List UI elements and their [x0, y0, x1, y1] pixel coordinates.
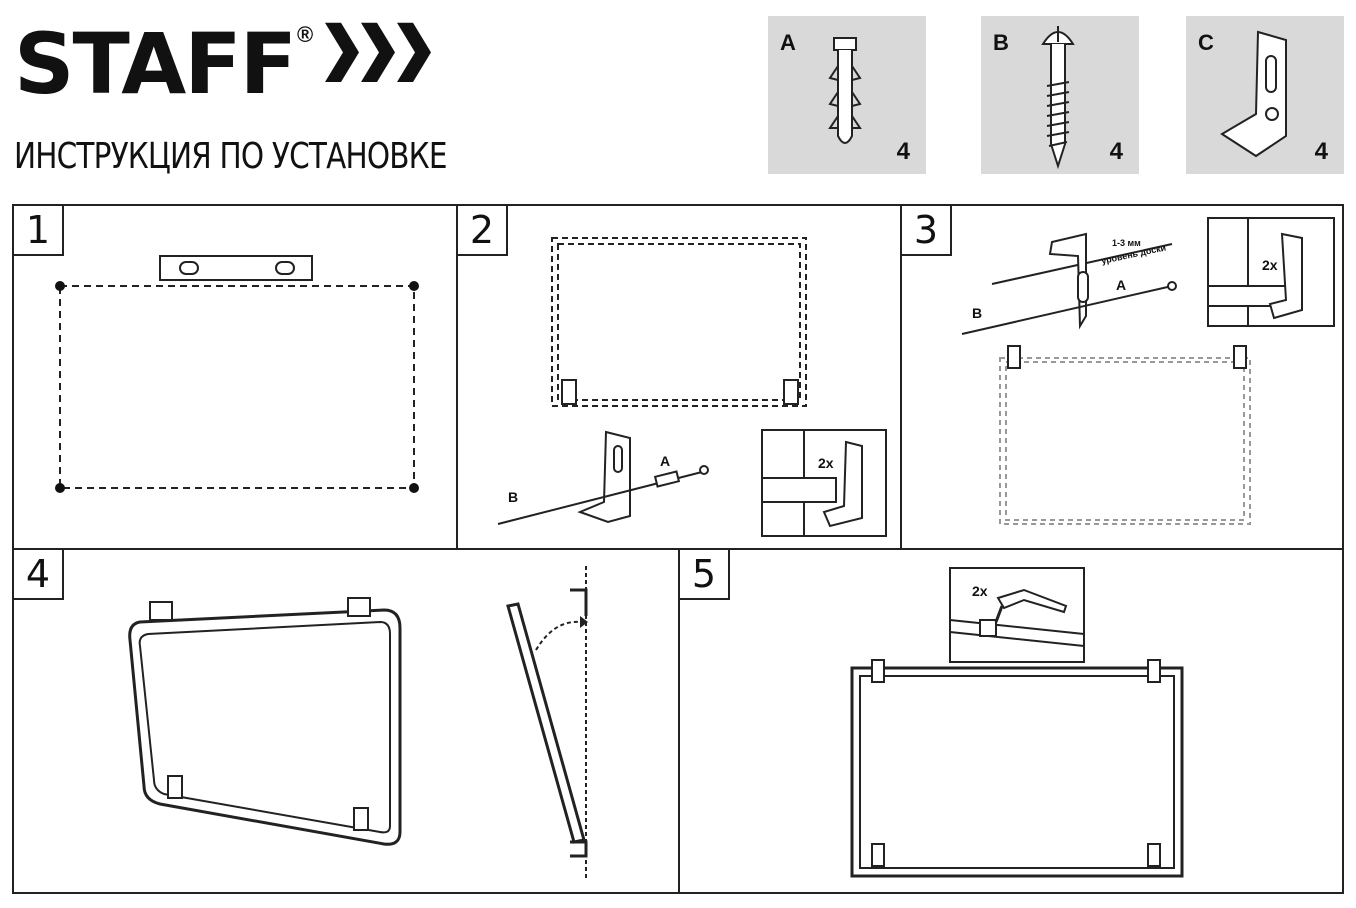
inset-times: 2x: [972, 583, 988, 599]
part-c-box: C 4: [1186, 16, 1344, 174]
label-a: A: [660, 453, 670, 469]
part-count: 4: [1109, 138, 1123, 165]
staff-logo: STAFF ®: [14, 14, 439, 114]
step-number: 4: [12, 548, 64, 600]
step-number: 2: [456, 204, 508, 256]
step-number: 1: [12, 204, 64, 256]
step-5-illustration: 2x: [850, 567, 1184, 878]
part-count: 4: [1314, 138, 1328, 165]
part-count: 4: [896, 138, 910, 165]
registered-mark: ®: [297, 22, 314, 47]
logo-text: STAFF: [14, 15, 297, 113]
inset-times: 2x: [1262, 257, 1278, 273]
label-a: A: [1116, 277, 1126, 293]
step-3-illustration: B A 1-3 мм уровень доски 2x: [961, 217, 1335, 525]
screw-icon: [1041, 26, 1075, 170]
gap-label: 1-3 мм: [1112, 238, 1141, 248]
step-4-panel: 4: [12, 548, 680, 894]
label-b: B: [508, 489, 518, 505]
step-5-panel: 2x 5: [678, 548, 1344, 894]
step-4-illustration: [128, 566, 588, 880]
part-letter: C: [1198, 30, 1214, 55]
step-1-panel: 1: [12, 204, 458, 550]
page-title: ИНСТРУКЦИЯ ПО УСТАНОВКЕ: [14, 136, 447, 177]
step-number: 3: [900, 204, 952, 256]
part-b-box: B 4: [981, 16, 1139, 174]
step-1-illustration: [55, 255, 419, 493]
step-2-illustration: B A 2x: [497, 237, 887, 537]
part-a-box: A 4: [768, 16, 926, 174]
mounting-bracket-icon: [1220, 30, 1287, 158]
step-3-panel: B A 1-3 мм уровень доски 2x 3: [900, 204, 1344, 550]
part-letter: A: [780, 30, 796, 55]
part-letter: B: [993, 30, 1009, 55]
label-b: B: [972, 305, 982, 321]
inset-times: 2x: [818, 455, 834, 471]
wall-plug-icon: [828, 37, 862, 144]
step-number: 5: [678, 548, 730, 600]
step-2-panel: B A 2x 2: [456, 204, 902, 550]
chevrons-icon: [325, 22, 432, 82]
